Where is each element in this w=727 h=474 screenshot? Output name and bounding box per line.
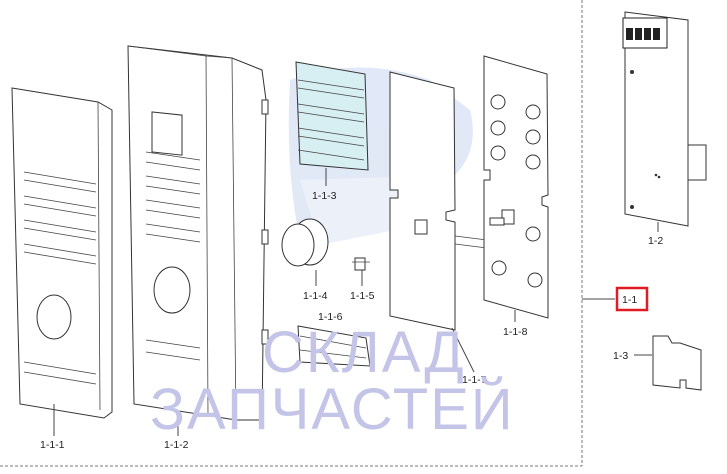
watermark-line1: СКЛАД [262, 320, 466, 385]
part-1-1-7[interactable] [389, 71, 488, 373]
part-1-1-2[interactable] [127, 45, 269, 436]
label-1-1-4: 1-1-4 [303, 290, 328, 302]
watermark-line2: ЗАПЧАСТЕЙ [150, 377, 515, 442]
part-1-1-3[interactable] [295, 61, 369, 186]
label-1-1-6: 1-1-6 [318, 311, 343, 323]
seven-segment-display-icon [626, 28, 660, 40]
part-1-1-6[interactable] [297, 325, 371, 367]
part-1-1-4[interactable] [281, 218, 329, 286]
label-1-2: 1-2 [648, 235, 663, 247]
part-1-1-8[interactable] [483, 55, 549, 322]
label-1-1-3: 1-1-3 [312, 190, 337, 202]
assembly-1-1-highlight[interactable] [615, 286, 649, 312]
part-1-1-1[interactable] [11, 87, 113, 436]
label-1-1-7: 1-1-7 [462, 374, 487, 386]
label-1-1-8: 1-1-8 [503, 326, 528, 338]
label-1-3: 1-3 [613, 350, 628, 362]
part-1-2[interactable] [622, 11, 707, 232]
label-1-1: 1-1 [622, 294, 637, 306]
label-1-1-1: 1-1-1 [40, 439, 65, 451]
label-1-1-2: 1-1-2 [164, 439, 189, 451]
part-1-3[interactable] [634, 335, 702, 391]
part-1-1-5[interactable] [352, 257, 370, 286]
label-1-1-5: 1-1-5 [350, 290, 375, 302]
